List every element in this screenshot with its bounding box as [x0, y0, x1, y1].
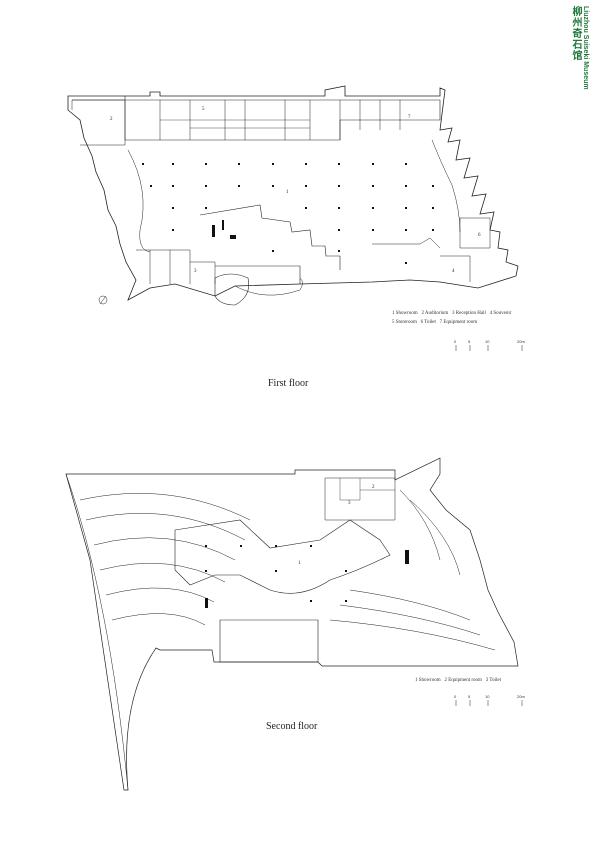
ff-legend-showroom: 1 Showroom [392, 311, 418, 316]
ff-room-label-5: 5 [202, 107, 205, 112]
ff-room-label-2: 2 [110, 117, 113, 122]
second-floor-plan [65, 457, 519, 791]
svg-text:5: 5 [468, 694, 471, 699]
second-floor-scale-bar: 0 5 10 20m [454, 694, 525, 706]
first-floor-columns [142, 163, 434, 264]
ff-legend-reception: 3 Reception Hall [452, 311, 486, 316]
logo-english-name: Liuzhou Suiseki Museum [582, 6, 589, 90]
ff-legend-equipment: 7 Equipment room [439, 320, 478, 325]
ff-legend-souvenir: 4 Souvenir [489, 311, 512, 316]
first-floor-outline [67, 85, 519, 301]
second-floor-outline [65, 457, 519, 791]
first-floor-scale-bar: 0 5 10 20m [454, 339, 525, 351]
first-floor-plan [67, 85, 519, 306]
second-floor-room-labels: 1 2 3 [298, 485, 375, 566]
sf-legend-row: 1 Showroom 2 Equipment room 3 Toilet [415, 678, 501, 683]
first-floor-caption: First floor [268, 378, 309, 389]
svg-text:20m: 20m [517, 694, 525, 699]
ff-legend-auditorium: 2 Auditorium [421, 311, 449, 316]
ff-room-label-1: 1 [286, 190, 289, 195]
ff-legend-row-1: 1 Showroom 2 Auditorium 3 Reception Hall… [392, 311, 511, 316]
sf-room-label-3: 3 [348, 501, 351, 506]
sf-room-label-2: 2 [372, 485, 375, 490]
svg-text:10: 10 [485, 694, 490, 699]
ff-room-label-6: 6 [478, 233, 481, 238]
svg-text:20m: 20m [517, 339, 525, 344]
svg-text:0: 0 [454, 339, 457, 344]
second-floor-caption: Second floor [266, 721, 318, 732]
ff-legend-storeroom: 5 Storeroom [392, 320, 417, 325]
ff-legend-row-2: 5 Storeroom 6 Toilet 7 Equipment room [392, 320, 477, 325]
ff-room-label-3: 3 [194, 269, 197, 274]
sf-legend-equipment: 2 Equipment room [444, 678, 482, 683]
svg-text:5: 5 [468, 339, 471, 344]
ff-room-label-4: 4 [452, 269, 455, 274]
first-floor-room-labels: 2 1 3 4 5 6 7 [110, 107, 481, 274]
sf-room-label-1: 1 [298, 561, 301, 566]
logo-chinese-name: 柳州奇石馆 [570, 6, 581, 61]
ff-legend-toilet: 6 Toilet [420, 320, 436, 325]
sf-legend-toilet: 3 Toilet [485, 678, 501, 683]
sf-legend-showroom: 1 Showroom [415, 678, 441, 683]
second-floor-columns [205, 545, 409, 608]
svg-text:0: 0 [454, 694, 457, 699]
svg-text:10: 10 [485, 339, 490, 344]
museum-logo: 柳州奇石馆 Liuzhou Suiseki Museum [566, 6, 596, 126]
ff-room-label-7: 7 [408, 115, 411, 120]
